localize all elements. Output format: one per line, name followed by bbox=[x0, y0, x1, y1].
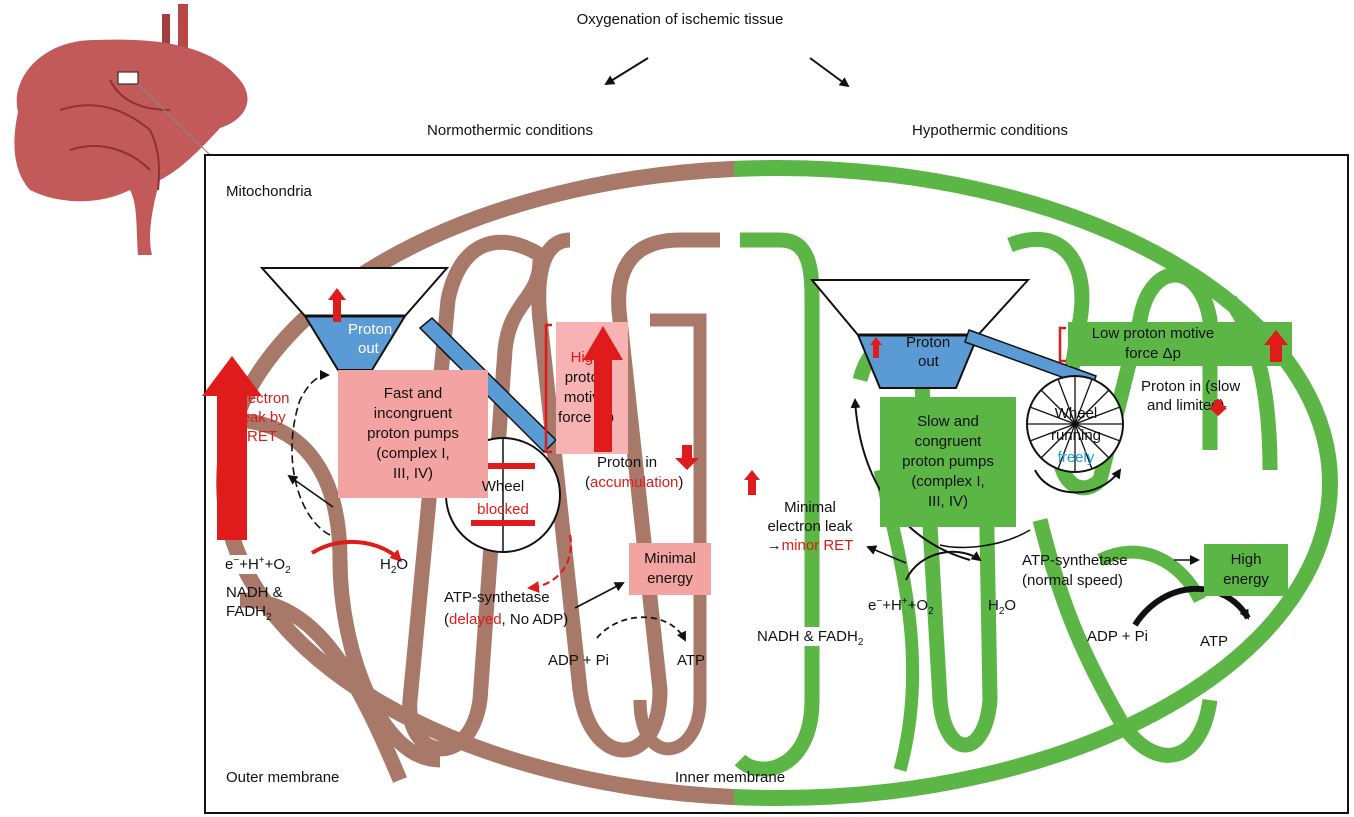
wheel-state-label: blocked bbox=[477, 501, 529, 518]
electron-leak-arrow-up bbox=[202, 356, 262, 540]
hypothermic-label: Hypothermic conditions bbox=[912, 122, 1068, 139]
inner-membrane-label: Inner membrane bbox=[675, 769, 786, 786]
high-energy-box: High energy bbox=[1204, 544, 1288, 596]
atp-delayed-arrow bbox=[527, 534, 573, 594]
proton-channel-right bbox=[964, 329, 1097, 389]
high-force-arrow-overlay bbox=[583, 326, 623, 452]
proton-out-label-left: Proton out bbox=[348, 321, 393, 357]
mitochondria-label: Mitochondria bbox=[226, 183, 312, 200]
normothermic-label: Normothermic conditions bbox=[427, 122, 593, 139]
adp-to-atp-arrow-right bbox=[1132, 585, 1251, 627]
high-force-bracket bbox=[544, 323, 552, 454]
slow-pumps-box: Slow and congruent proton pumps (complex… bbox=[880, 397, 1016, 527]
reaction-left: e−+H++O2 bbox=[223, 555, 293, 576]
wheel-label-left: Wheel bbox=[481, 478, 525, 495]
header-title: Oxygenation of ischemic tissue bbox=[576, 11, 784, 28]
low-force-arrow-overlay bbox=[1264, 330, 1288, 362]
liver-icon bbox=[14, 4, 248, 255]
low-force-bracket bbox=[1058, 326, 1066, 363]
minimal-leak-arrow-up bbox=[744, 470, 760, 495]
atp-left: ATP bbox=[677, 652, 706, 669]
wheel-running bbox=[1026, 375, 1124, 473]
outer-membrane-label: Outer membrane bbox=[226, 769, 340, 786]
reaction-arrow-right bbox=[905, 550, 982, 581]
proton-out-arrow-right bbox=[870, 337, 882, 358]
adp-to-atp-arrow-left bbox=[596, 616, 686, 642]
electron-leak-label: Electron leak by RET bbox=[234, 390, 290, 445]
atp-synthetase-left: ATP-synthetase bbox=[444, 589, 550, 606]
water-left: H2O bbox=[380, 556, 409, 576]
atp-synthetase-state-left: (delayed, No ADP) bbox=[444, 611, 569, 628]
water-right: H2O bbox=[988, 597, 1017, 617]
reaction-right: e−+H++O2 bbox=[868, 596, 934, 617]
nadh-left: NADH & FADH2 bbox=[226, 584, 283, 623]
proton-in-label-right: Proton in (slow and limited) bbox=[1141, 378, 1241, 414]
arrow-to-minimal-energy bbox=[574, 582, 625, 609]
proton-out-arrow-left bbox=[328, 288, 346, 322]
zoom-connector bbox=[137, 83, 211, 156]
fast-pumps-box: Fast and incongruent proton pumps (compl… bbox=[338, 370, 488, 498]
atp-synthetase-right: ATP-synthetase (normal speed) bbox=[1022, 552, 1128, 589]
proton-funnel-right bbox=[809, 279, 1031, 389]
proton-in-arrow-overlay bbox=[1209, 400, 1227, 416]
dashed-cycle-arrow-left bbox=[291, 370, 331, 536]
atp-right: ATP bbox=[1200, 633, 1229, 650]
proton-out-label-right: Proton out bbox=[906, 334, 951, 370]
arrow-to-minimal-leak bbox=[866, 545, 907, 564]
adp-right: ADP + Pi bbox=[1087, 628, 1149, 645]
wheel-rotation-arrow bbox=[1034, 468, 1122, 494]
proton-in-label-left: Proton in bbox=[597, 454, 658, 471]
proton-in-arrow-down bbox=[675, 445, 699, 470]
accumulation-label: (accumulation) bbox=[585, 474, 684, 491]
atp-feed-arrow bbox=[939, 529, 1031, 549]
low-force-box: Low proton motive force Δp bbox=[1068, 322, 1292, 366]
nadh-right: NADH & FADH2 bbox=[754, 627, 867, 648]
red-reaction-arrow bbox=[310, 539, 403, 563]
arrow-to-electron-leak bbox=[287, 474, 334, 508]
wheel-label-right: Wheel running freely bbox=[1050, 405, 1102, 466]
arrow-to-hypothermic bbox=[809, 57, 850, 88]
minimal-leak-label: Minimal electron leak →minor RET bbox=[766, 499, 854, 554]
adp-left: ADP + Pi bbox=[548, 652, 610, 669]
diagram-frame bbox=[204, 154, 1349, 814]
arrow-to-normothermic bbox=[604, 57, 649, 86]
proton-funnel-left bbox=[259, 267, 450, 371]
minimal-energy-box: Minimal energy bbox=[629, 543, 711, 595]
